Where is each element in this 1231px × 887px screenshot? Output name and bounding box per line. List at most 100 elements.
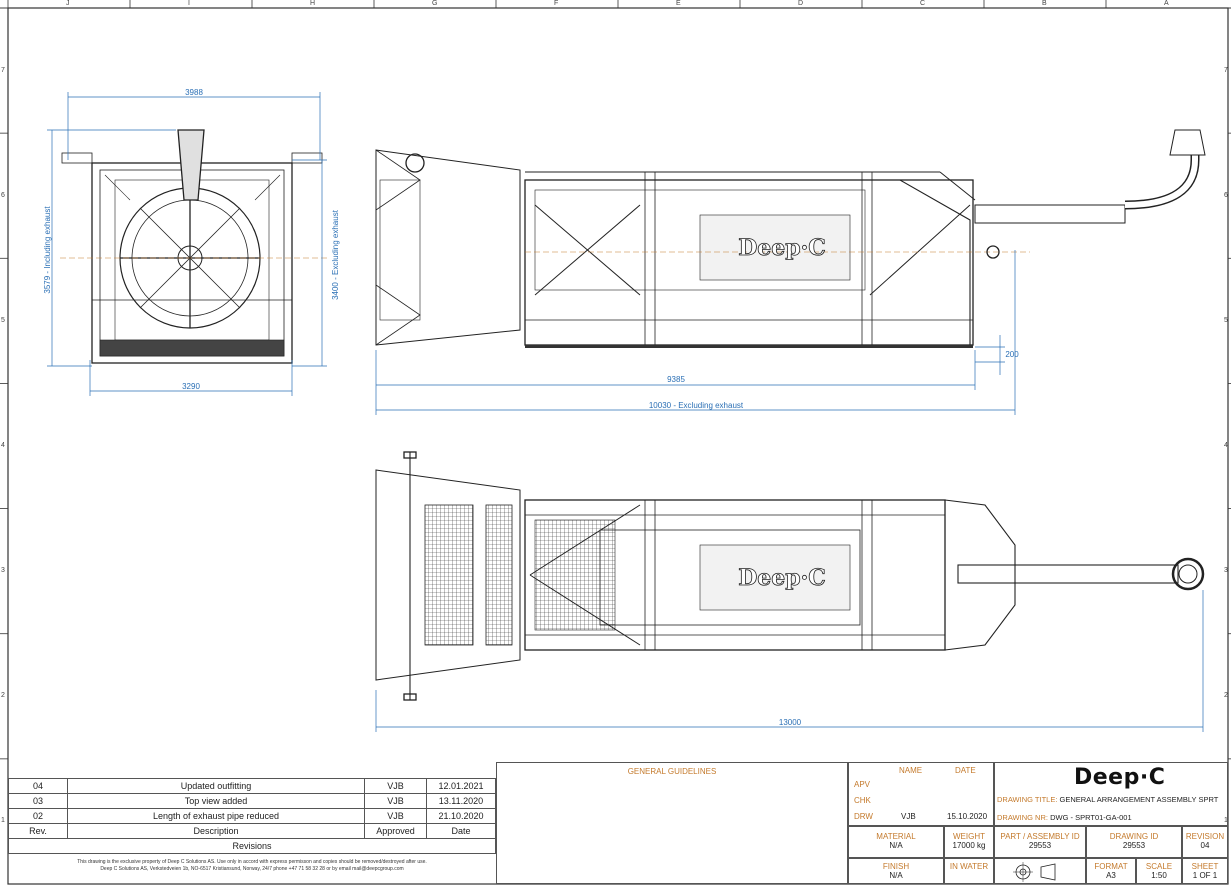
material-cell: MATERIAL N/A xyxy=(848,826,944,858)
zone-label-top: I xyxy=(188,0,190,7)
approved-cell: VJB xyxy=(364,793,427,809)
finish-label: FINISH xyxy=(882,862,910,871)
sheet-value: 1 OF 1 xyxy=(1192,871,1218,880)
date-label: DATE xyxy=(955,766,976,775)
date-cell: 13.11.2020 xyxy=(426,793,496,809)
drawing-id-value: 29553 xyxy=(1122,841,1146,850)
scale-value: 1:50 xyxy=(1151,871,1167,880)
rev-cell: 03 xyxy=(8,793,68,809)
drawing-id-cell: DRAWING ID 29553 xyxy=(1086,826,1182,858)
weight-value: 17000 kg xyxy=(952,841,986,850)
rev-cell: 02 xyxy=(8,808,68,824)
zone-label-side: 2 xyxy=(1224,692,1228,700)
ownership-notice: This drawing is the exclusive property o… xyxy=(8,859,496,873)
in-water-cell: IN WATER xyxy=(944,858,994,884)
guidelines-title: GENERAL GUIDELINES xyxy=(627,767,717,776)
date-cell: 12.01.2021 xyxy=(426,778,496,794)
revision-cell: REVISION 04 xyxy=(1182,826,1228,858)
company-logo: Deep·C xyxy=(1074,765,1166,790)
dim-side-length: 9385 xyxy=(667,375,685,384)
drw-label: DRW xyxy=(854,812,873,821)
dim-side-offset: 200 xyxy=(1005,350,1019,359)
header-date: Date xyxy=(426,823,496,839)
zone-label-side: 6 xyxy=(1,191,5,199)
chk-label: CHK xyxy=(854,796,871,805)
dim-top-length: 13000 xyxy=(779,718,802,727)
notice-line-2: Deep C Solutions AS, Verkstedveien 1b, N… xyxy=(100,866,404,872)
notice-line-1: This drawing is the exclusive property o… xyxy=(77,859,427,865)
format-label: FORMAT xyxy=(1094,862,1128,871)
zone-label-side: 2 xyxy=(1,692,5,700)
revision-value: 04 xyxy=(1200,841,1210,850)
material-value: N/A xyxy=(889,841,903,850)
zone-label-top: G xyxy=(432,0,438,7)
drw-date: 15.10.2020 xyxy=(947,812,988,821)
revisions-table: 04 Updated outfitting VJB 12.01.2021 03 … xyxy=(8,778,496,854)
drawing-title-label: DRAWING TITLE: xyxy=(997,795,1058,804)
zone-label-side: 6 xyxy=(1224,191,1228,199)
drawing-id-label: DRAWING ID xyxy=(1109,832,1159,841)
approved-cell: VJB xyxy=(364,778,427,794)
scale-cell: SCALE 1:50 xyxy=(1136,858,1182,884)
top-dimensions xyxy=(375,590,1204,732)
third-angle-projection-icon xyxy=(1013,862,1056,882)
zone-label-top: C xyxy=(920,0,926,7)
dim-front-height-excl: 3400 - Excluding exhaust xyxy=(331,209,340,300)
finish-cell: FINISH N/A xyxy=(848,858,944,884)
header-rev: Rev. xyxy=(8,823,68,839)
part-value: 29553 xyxy=(1028,841,1052,850)
finish-value: N/A xyxy=(889,871,903,880)
table-header-row: Rev. Description Approved Date xyxy=(8,823,496,839)
side-panel-logo: Deep·C xyxy=(738,235,826,261)
dim-front-width: 3988 xyxy=(185,88,203,97)
material-label: MATERIAL xyxy=(876,832,916,841)
table-caption-row: Revisions xyxy=(8,838,496,854)
table-row: 02 Length of exhaust pipe reduced VJB 21… xyxy=(8,808,496,824)
zone-label-side: 1 xyxy=(1,817,5,825)
zone-label-top: H xyxy=(310,0,316,7)
sheet-cell: SHEET 1 OF 1 xyxy=(1182,858,1228,884)
zone-label-side: 7 xyxy=(1224,66,1228,74)
name-label: NAME xyxy=(899,766,923,775)
revision-label: REVISION xyxy=(1185,832,1225,841)
zone-label-side: 5 xyxy=(1,316,5,324)
zone-label-top: E xyxy=(676,0,681,7)
part-label: PART / ASSEMBLY ID xyxy=(1000,832,1080,841)
table-row: 04 Updated outfitting VJB 12.01.2021 xyxy=(8,778,496,794)
zone-label-side: 1 xyxy=(1224,817,1228,825)
apv-label: APV xyxy=(854,780,871,789)
zone-label-side: 3 xyxy=(1,567,5,575)
sheet-label: SHEET xyxy=(1191,862,1219,871)
header-desc: Description xyxy=(67,823,365,839)
general-guidelines-box: GENERAL GUIDELINES xyxy=(496,762,848,884)
dim-front-base: 3290 xyxy=(182,382,200,391)
zone-label-top: J xyxy=(66,0,70,7)
signoff-block: NAME DATE APV CHK DRW VJB 15.10.2020 xyxy=(848,762,994,826)
revisions-caption: Revisions xyxy=(8,838,496,854)
zone-label-side: 7 xyxy=(1,66,5,74)
weight-cell: WEIGHT 17000 kg xyxy=(944,826,994,858)
scale-label: SCALE xyxy=(1145,862,1173,871)
zone-label-side: 4 xyxy=(1,442,5,449)
desc-cell: Top view added xyxy=(67,793,365,809)
dim-side-length-excl: 10030 - Excluding exhaust xyxy=(649,401,744,410)
format-cell: FORMAT A3 xyxy=(1086,858,1136,884)
drawing-title: GENERAL ARRANGEMENT ASSEMBLY SPRT xyxy=(1059,795,1219,804)
front-dimensions xyxy=(47,92,327,396)
front-view xyxy=(60,129,330,364)
drw-name: VJB xyxy=(901,812,916,821)
approved-cell: VJB xyxy=(364,808,427,824)
zone-label-side: 3 xyxy=(1224,567,1228,575)
drawing-nr: DWG - SPRT01-GA-001 xyxy=(1050,813,1132,822)
weight-label: WEIGHT xyxy=(953,832,985,841)
format-value: A3 xyxy=(1106,871,1116,880)
top-panel-logo: Deep·C xyxy=(738,565,826,591)
rev-cell: 04 xyxy=(8,778,68,794)
date-cell: 21.10.2020 xyxy=(426,808,496,824)
part-cell: PART / ASSEMBLY ID 29553 xyxy=(994,826,1086,858)
side-view xyxy=(375,129,1206,348)
top-view xyxy=(375,451,1205,701)
title-block-header: DRAWING TITLE: GENERAL ARRANGEMENT ASSEM… xyxy=(994,762,1228,826)
dim-front-height-incl: 3579 - Including exhaust xyxy=(43,206,52,294)
